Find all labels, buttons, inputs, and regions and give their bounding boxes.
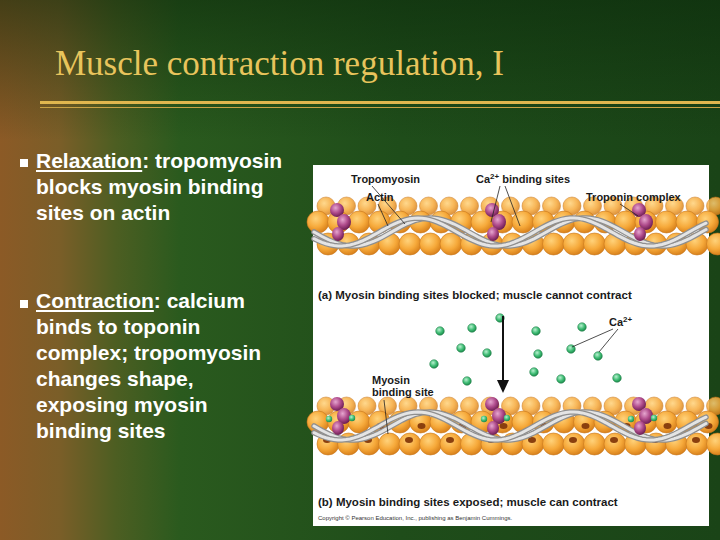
calcium-ion: [651, 415, 657, 421]
actin-subunit: [307, 211, 329, 233]
text-group: Contraction: calcium binds to toponin co…: [36, 288, 276, 444]
actin-subunit: [686, 433, 708, 455]
panel-caption: (a) Myosin binding sites blocked; muscle…: [318, 289, 632, 301]
calcium-ion: [557, 375, 566, 384]
actin-filament: [307, 197, 720, 255]
calcium-ion: [628, 416, 634, 422]
troponin-complex: [332, 421, 344, 435]
leader-line: [491, 186, 500, 222]
calcium-ion: [457, 344, 466, 353]
text-group: Troponin complex: [586, 191, 681, 203]
troponin-complex: [332, 227, 344, 241]
binding-site: [569, 437, 577, 443]
panel-caption: (b) Myosin binding sites exposed; muscle…: [318, 496, 618, 508]
bullet-square: [20, 159, 28, 167]
actin-subunit: [584, 233, 606, 255]
text-group: (a) Myosin binding sites blocked; muscle…: [318, 288, 632, 302]
actin-subunit: [707, 433, 720, 455]
transition-arrow: [497, 380, 509, 393]
text-group: Copyright © Pearson Education, Inc., pub…: [318, 515, 512, 522]
bullet-heading: Relaxation: [36, 149, 142, 172]
troponin-complex: [487, 421, 499, 435]
binding-site: [692, 437, 700, 443]
calcium-ion: [463, 377, 472, 386]
calcium-ion: [481, 416, 487, 422]
leader-line: [620, 204, 638, 216]
text-group: Actin: [366, 191, 394, 203]
calcium-ion: [326, 416, 332, 422]
leader-line: [505, 186, 520, 226]
actin-subunit: [707, 233, 720, 255]
troponin-complex: [634, 421, 646, 435]
part-label: Myosin binding site: [372, 374, 434, 398]
calcium-ion: [504, 415, 510, 421]
superscript: 2+: [623, 315, 632, 324]
binding-site: [500, 423, 508, 429]
slide-title: Muscle contraction regulation, I: [55, 44, 504, 84]
part-label: binding sites: [502, 173, 570, 185]
title-rule: [40, 101, 720, 104]
calcium-ion: [483, 349, 492, 358]
actin-subunit: [543, 433, 565, 455]
part-label: Ca: [609, 316, 623, 328]
leader-line: [378, 204, 388, 226]
title-rule-thin: [40, 107, 720, 108]
actin-filament: [307, 397, 720, 455]
transition-arrow: [502, 316, 504, 382]
binding-site: [418, 423, 426, 429]
binding-site: [405, 437, 413, 443]
calcium-ion: [468, 324, 477, 333]
binding-site: [446, 437, 454, 443]
text-group: (b) Myosin binding sites exposed; muscle…: [318, 495, 618, 509]
binding-site: [582, 423, 590, 429]
part-label: Ca: [476, 173, 490, 185]
copyright-note: Copyright © Pearson Education, Inc., pub…: [318, 515, 512, 521]
troponin-complex: [634, 227, 646, 241]
actin-subunit: [656, 411, 678, 433]
superscript: 2+: [490, 172, 499, 181]
calcium-ion: [534, 350, 543, 359]
actin-subunit: [399, 233, 421, 255]
actin-subunit: [543, 233, 565, 255]
calcium-ion: [436, 327, 445, 336]
calcium-ion: [532, 327, 541, 336]
actin-subunit: [420, 433, 442, 455]
text-group: Ca2+: [609, 316, 632, 328]
leader-line: [599, 329, 618, 352]
actin-subunit: [584, 433, 606, 455]
leader-line: [572, 329, 613, 347]
actin-subunit: [563, 233, 585, 255]
calcium-ion: [613, 374, 622, 383]
text-group: Myosin binding site: [372, 374, 444, 398]
part-label: Troponin complex: [586, 191, 681, 203]
bullet-heading: Contraction: [36, 289, 154, 312]
calcium-ion: [430, 360, 439, 369]
bullet-square: [20, 300, 28, 308]
leader-line: [384, 400, 388, 434]
actin-subunit: [379, 433, 401, 455]
actin-subunit: [440, 433, 462, 455]
actin-subunit: [604, 433, 626, 455]
text-group: Tropomyosin: [351, 173, 420, 185]
text-group: Relaxation: tropomyosin blocks myosin bi…: [36, 148, 304, 226]
actin-subunit: [399, 433, 421, 455]
calcium-ion: [594, 352, 603, 361]
text-group: Ca2+binding sites: [476, 173, 570, 185]
part-label: Tropomyosin: [351, 173, 420, 185]
binding-site: [664, 423, 672, 429]
actin-subunit: [348, 211, 370, 233]
actin-subunit: [563, 433, 585, 455]
actin-subunit: [420, 233, 442, 255]
binding-site: [610, 437, 618, 443]
calcium-ion: [349, 415, 355, 421]
part-label: Actin: [366, 191, 394, 203]
actin-subunit: [656, 211, 678, 233]
calcium-ion: [530, 368, 539, 377]
troponin-complex: [487, 227, 499, 241]
calcium-ion: [578, 323, 587, 332]
